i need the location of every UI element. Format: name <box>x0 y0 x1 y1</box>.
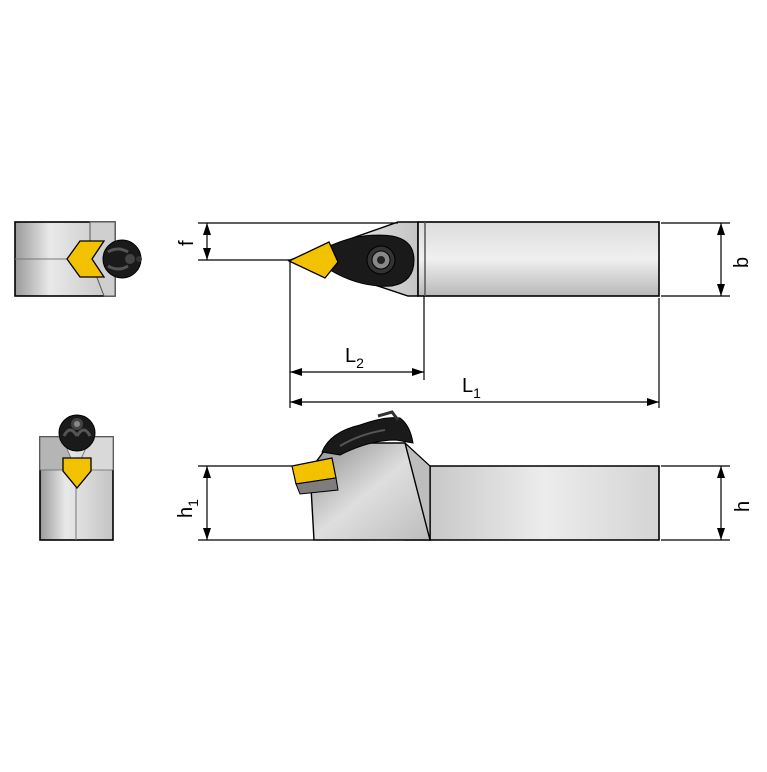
insert-icon <box>66 240 106 278</box>
front-insert-icon <box>62 457 92 490</box>
front-clamp-icon <box>58 414 96 452</box>
top-insert-icon <box>287 241 339 279</box>
clamp-icon <box>102 239 142 279</box>
dimension-l1-label: L1 <box>462 375 481 401</box>
dimension-l2-label: L2 <box>345 345 364 371</box>
side-clamp-icon <box>321 410 414 456</box>
end-view-bottom <box>39 414 114 541</box>
dimension-f: f <box>176 222 398 261</box>
side-insert-icon <box>291 457 339 495</box>
end-view-top <box>14 221 142 297</box>
tool-top-view <box>287 221 660 297</box>
dimension-h: h <box>661 465 754 541</box>
dimension-l2: L2 <box>289 262 425 408</box>
dimension-h-label: h <box>732 501 754 512</box>
dimension-l1: L1 <box>290 298 660 408</box>
dimension-h1: h1 <box>175 465 314 541</box>
dimension-h1-label: h1 <box>175 499 201 518</box>
dimension-b: b <box>661 222 753 297</box>
tool-side-view <box>291 410 660 541</box>
dimension-f-label: f <box>176 240 198 246</box>
top-clamp-icon <box>329 234 415 287</box>
dimension-b-label: b <box>731 257 753 268</box>
